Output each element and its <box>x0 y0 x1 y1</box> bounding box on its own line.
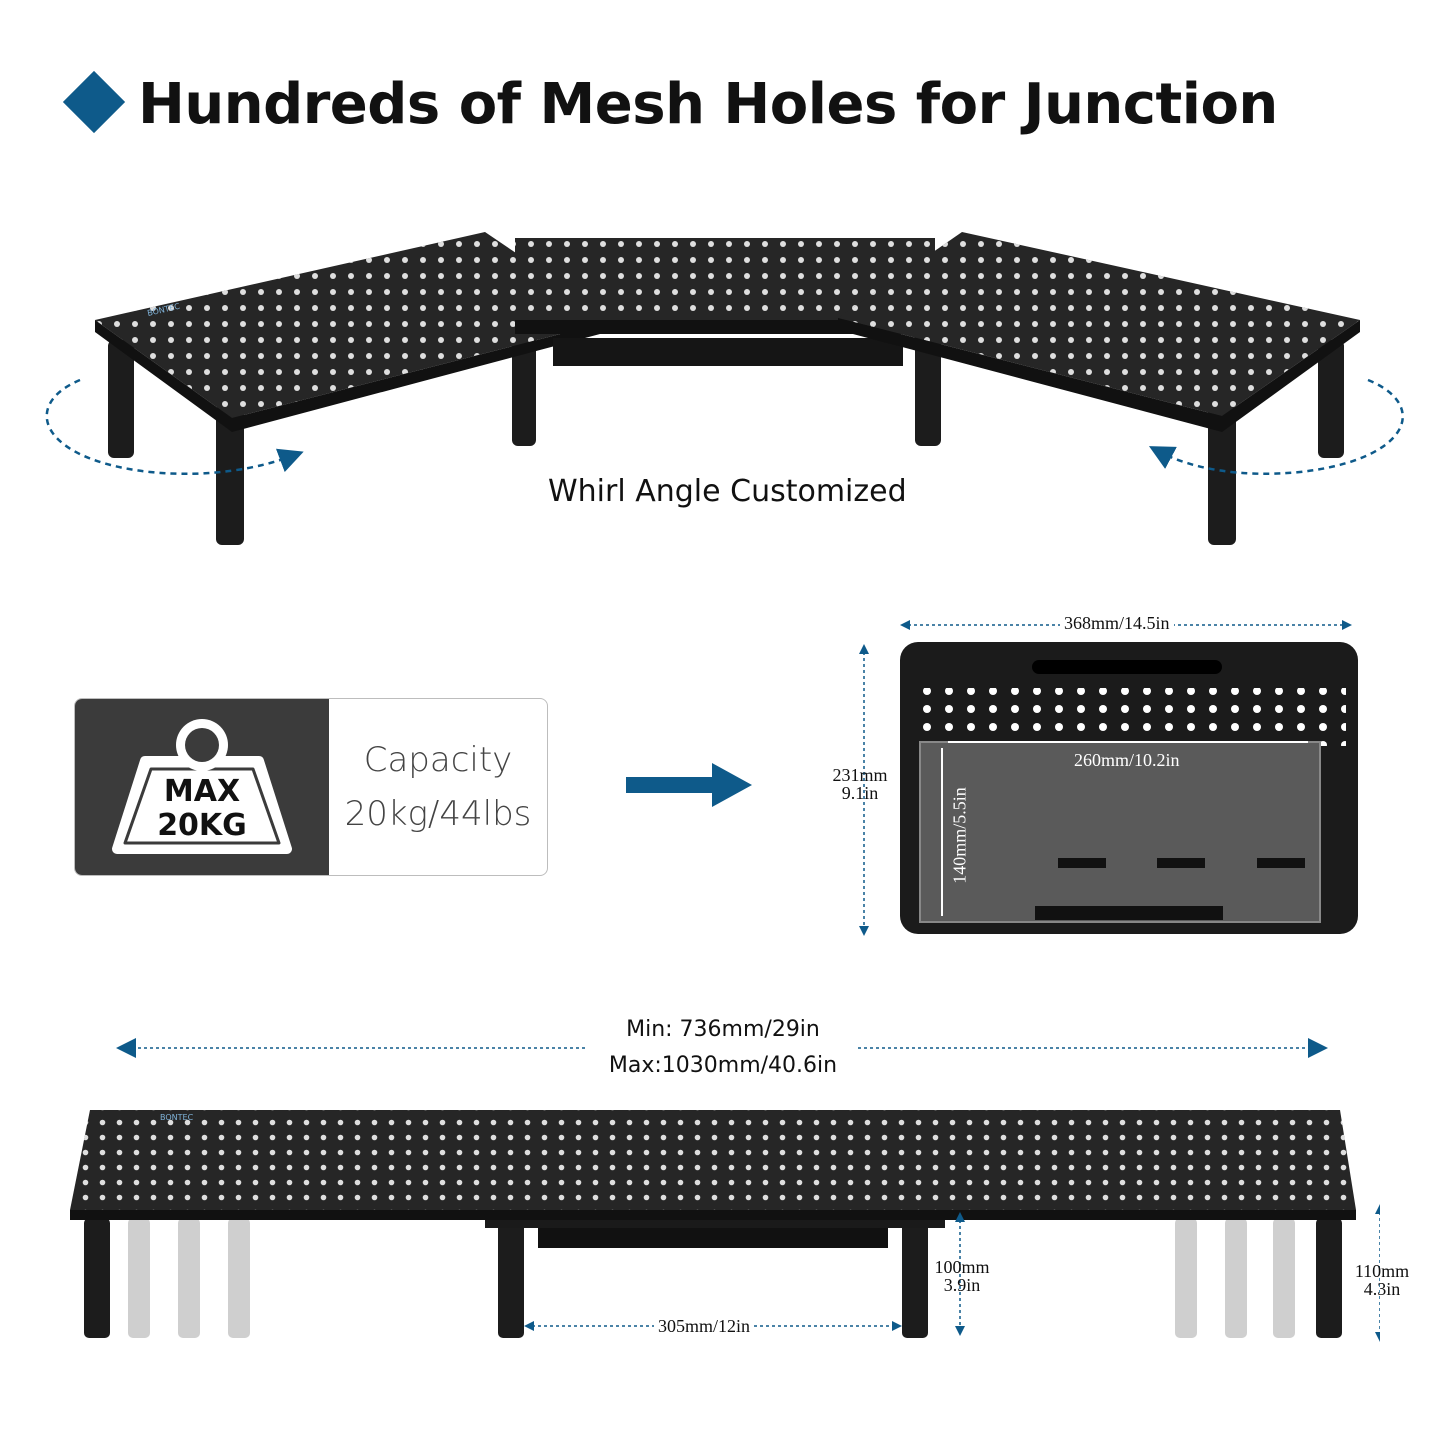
badge-line1: MAX <box>164 774 240 809</box>
diamond-bullet-icon <box>62 70 126 134</box>
whirl-caption: Whirl Angle Customized <box>548 474 907 509</box>
top-depth-label: 231mm 9.1in <box>826 766 894 802</box>
center-height-mm: 100mm <box>934 1257 990 1277</box>
extended-stand-illustration: BONTEC <box>70 1110 1380 1342</box>
page-title: Hundreds of Mesh Holes for Junction <box>138 72 1278 137</box>
capacity-badge-panel: MAX 20KG <box>75 699 329 875</box>
center-height-in: 3.9in <box>943 1275 981 1295</box>
stands-rotation-illustration: BONTEC <box>45 232 1404 545</box>
right-arrow-icon <box>626 763 752 807</box>
top-width-label: 368mm/14.5in <box>1060 613 1174 634</box>
max-length: Max:1030mm/40.6in <box>608 1053 838 1078</box>
length-labels: Min: 736mm/29in Max:1030mm/40.6in <box>588 1012 858 1084</box>
side-height-mm: 110mm <box>1354 1261 1410 1281</box>
capacity-card: MAX 20KG Capacity 20kg/44lbs <box>74 698 548 876</box>
leg-gap-label: 305mm/12in <box>654 1316 755 1337</box>
top-depth-in: 9.1in <box>841 783 879 803</box>
weight-icon: MAX 20KG <box>112 719 292 854</box>
top-view-diagram <box>859 620 1358 936</box>
inner-width-label: 260mm/10.2in <box>1074 750 1180 770</box>
min-length: Min: 736mm/29in <box>626 1017 820 1042</box>
badge-line2: 20KG <box>157 808 247 843</box>
center-height-label: 100mm 3.9in <box>926 1258 998 1294</box>
rotate-left-arrow-icon <box>45 378 304 476</box>
rotate-right-arrow-icon <box>1148 378 1404 475</box>
inner-depth-label: 140mm/5.5in <box>949 787 970 884</box>
capacity-text: Capacity 20kg/44lbs <box>329 699 547 875</box>
side-height-in: 4.3in <box>1363 1279 1401 1299</box>
capacity-label: Capacity <box>363 740 513 780</box>
capacity-value: 20kg/44lbs <box>344 794 532 834</box>
brand-logo-bottom: BONTEC <box>160 1113 194 1122</box>
side-height-label: 110mm 4.3in <box>1346 1262 1418 1298</box>
top-depth-mm: 231mm <box>832 765 888 785</box>
